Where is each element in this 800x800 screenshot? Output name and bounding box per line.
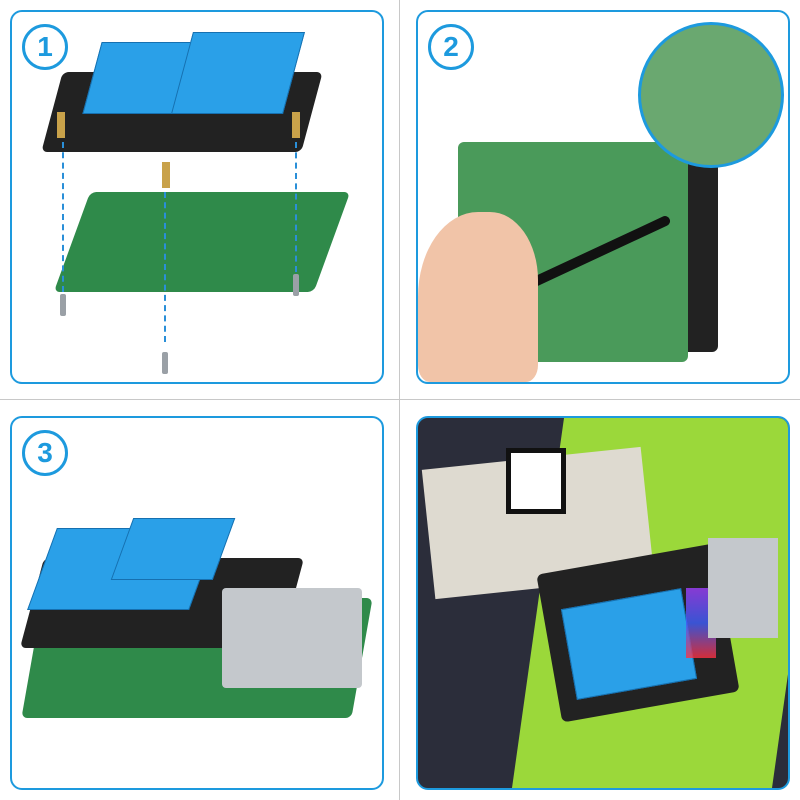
divider-horizontal	[0, 399, 800, 400]
terminal-block	[171, 32, 305, 114]
hand	[418, 212, 538, 382]
standoff	[292, 112, 300, 138]
standoff	[162, 162, 170, 188]
lcd-display	[506, 448, 566, 514]
raspberry-pi-board	[53, 192, 351, 292]
step-1-panel: 1	[10, 10, 384, 384]
screw	[60, 294, 66, 316]
divider-vertical	[399, 0, 400, 800]
usb-ethernet-ports	[222, 588, 362, 688]
alignment-arrow	[62, 142, 64, 292]
step-3-badge: 3	[22, 430, 68, 476]
step-1-badge: 1	[22, 24, 68, 70]
screw	[162, 352, 168, 374]
usb-ports	[708, 538, 778, 638]
alignment-arrow	[164, 192, 166, 342]
standoff	[57, 112, 65, 138]
step-3-panel: 3	[10, 416, 384, 790]
step-2-badge: 2	[428, 24, 474, 70]
alignment-arrow	[295, 142, 297, 272]
step-2-panel: 2	[416, 10, 790, 384]
screw	[293, 274, 299, 296]
step-4-photo-panel	[416, 416, 790, 790]
zoom-inset	[638, 22, 784, 168]
